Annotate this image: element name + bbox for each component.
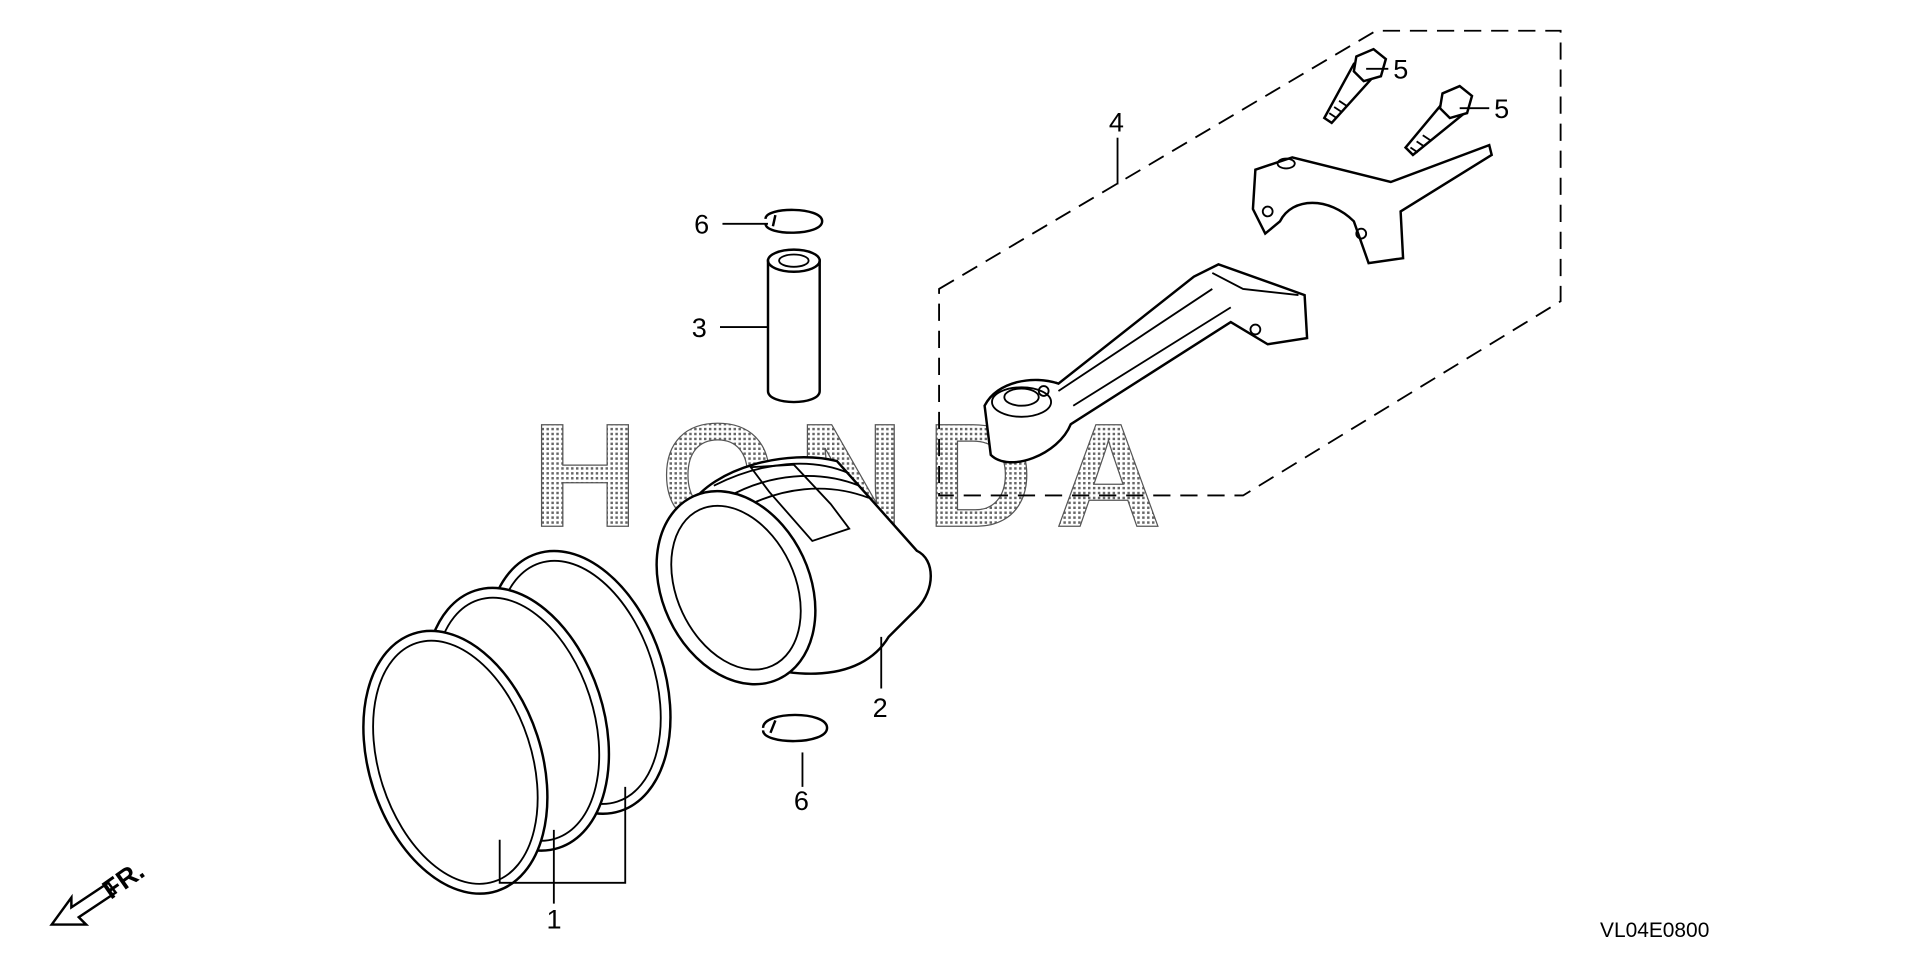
callout-5a: 5 [1393, 55, 1408, 85]
callout-2: 2 [873, 693, 888, 723]
pin-clip-bottom [761, 713, 829, 743]
conrod-assembly-box [938, 29, 1562, 497]
callout-1: 1 [546, 904, 561, 934]
front-direction-indicator: FR. [49, 855, 150, 926]
piston [655, 456, 932, 686]
callout-6a: 6 [694, 210, 709, 240]
piston-pin [766, 248, 821, 404]
callout-4: 4 [1109, 108, 1124, 138]
conrod-cap [1251, 143, 1494, 265]
front-arrow-icon [49, 881, 118, 926]
callout-5b: 5 [1494, 94, 1509, 124]
conrod-bolt-2 [1403, 84, 1474, 157]
connecting-rod [983, 263, 1309, 464]
callout-6b: 6 [794, 786, 809, 816]
pin-clip-top [764, 208, 824, 234]
piston-rings [362, 549, 672, 895]
drawing-code: VL04E0800 [1600, 919, 1709, 942]
callout-3: 3 [692, 313, 707, 343]
conrod-bolt-1 [1322, 47, 1388, 125]
